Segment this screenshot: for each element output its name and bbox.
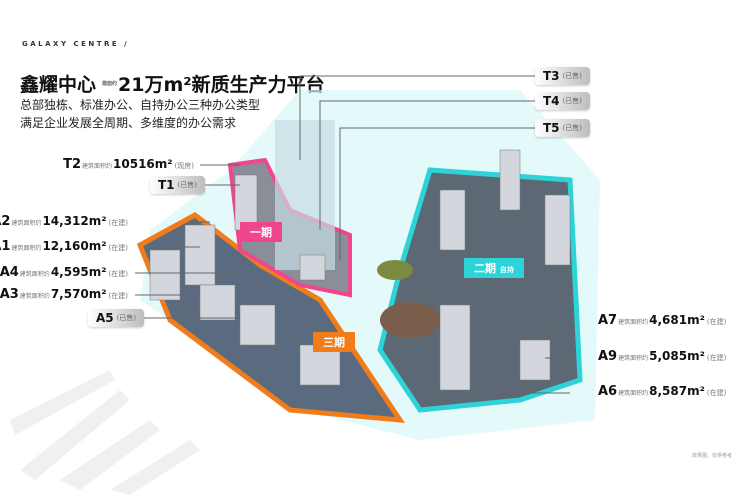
building-pill-t3: T3(已售) — [535, 67, 591, 85]
building-code: T5 — [543, 121, 560, 135]
area-prefix: 建筑面积约 — [19, 271, 50, 278]
area-prefix: 建筑面积约 — [11, 220, 42, 227]
building-code: A7 — [598, 313, 618, 328]
phase-2-label: 二期 — [474, 262, 496, 275]
building-area: 14,312m² — [42, 214, 107, 228]
building-code: T3 — [543, 69, 560, 83]
building-area: 4,681m² — [649, 313, 705, 327]
building-status: (已售) — [562, 72, 583, 80]
building-status: (已售) — [562, 124, 583, 132]
building-status: (已售) — [562, 97, 583, 105]
building-area: 10516m² — [113, 157, 173, 171]
building-status: (在建) — [706, 389, 727, 397]
building-code: T1 — [158, 178, 175, 192]
subtitle-1: 总部独栋、标准办公、自持办公三种办公类型 — [20, 98, 261, 112]
area-prefix: 建筑面积约 — [11, 245, 42, 252]
phase-2-note: 自持 — [499, 266, 514, 274]
building-code: T4 — [543, 94, 560, 108]
building-pill-t1: T1(已售) — [150, 176, 206, 194]
area-prefix: 建筑面积约 — [618, 319, 649, 326]
building-pill-a5: A5(已售) — [88, 309, 145, 327]
building-status: (在建) — [108, 292, 128, 300]
building-code: A3 — [0, 287, 19, 302]
building-label-a1: A1建筑面积约12,160m²(在建) — [0, 239, 128, 254]
building-pill-t4: T4(已售) — [535, 92, 591, 110]
building-code: A4 — [0, 265, 19, 280]
building-status: (现房) — [174, 162, 194, 170]
building-status: (在建) — [706, 318, 727, 326]
building-label-a2: A2建筑面积约14,312m²(在建) — [0, 214, 128, 229]
headline: 21万m²新质生产力平台 — [118, 74, 325, 96]
area-prefix: 建筑面积约 — [19, 293, 50, 300]
phase-3-badge: 三期 — [313, 332, 355, 352]
building-pill-t5: T5(已售) — [535, 119, 591, 137]
project-name: 鑫耀中心 — [20, 74, 97, 96]
footnote: 效果图，仅供参考 — [691, 453, 732, 459]
building-status: (在建) — [108, 270, 128, 278]
building-code: A9 — [598, 349, 618, 364]
subtitle-2: 满足企业发展全周期、多维度的办公需求 — [20, 116, 237, 130]
area-prefix: 建筑面积约 — [82, 163, 113, 170]
building-area: 4,595m² — [50, 265, 107, 279]
building-status: (在建) — [108, 219, 128, 227]
phase-2-badge: 二期 自持 — [464, 258, 524, 278]
building-code: A2 — [0, 214, 11, 229]
building-status: (已售) — [177, 181, 198, 189]
area-prefix: 建筑面积约 — [618, 355, 649, 362]
building-code: A1 — [0, 239, 11, 254]
building-area: 12,160m² — [42, 239, 107, 253]
building-status: (在建) — [108, 244, 128, 252]
building-area: 5,085m² — [649, 349, 705, 363]
area-prefix: 建筑面积约 — [618, 390, 649, 397]
decorative-rays — [10, 370, 200, 495]
building-area: 7,570m² — [50, 287, 107, 301]
building-code: A6 — [598, 384, 618, 399]
building-code: T2 — [63, 157, 81, 172]
building-status: (在建) — [706, 354, 727, 362]
brand-logo: GALAXY CENTRE / — [22, 40, 130, 48]
building-code: A5 — [96, 311, 114, 325]
phase-1-badge: 一期 — [240, 222, 282, 242]
page-title: 鑫耀中心 建面约 21万m²新质生产力平台 — [20, 70, 325, 97]
title-tag: 建面约 — [102, 80, 118, 87]
building-status: (已售) — [116, 314, 137, 322]
building-area: 8,587m² — [649, 384, 705, 398]
